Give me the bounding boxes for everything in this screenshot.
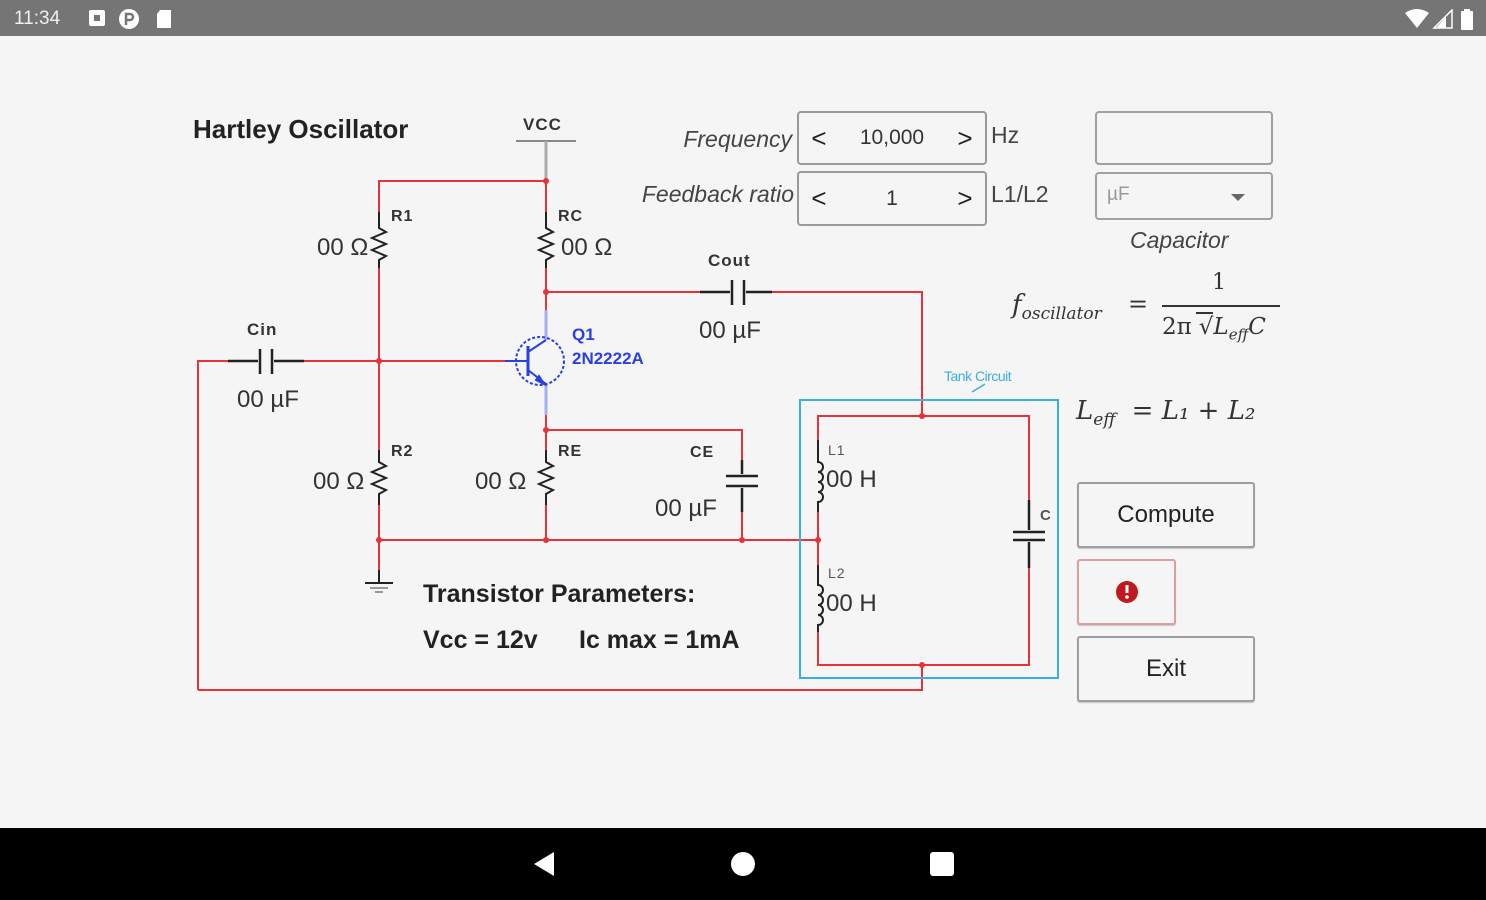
- capacitor-value-input[interactable]: [1095, 111, 1273, 165]
- q1-part: 2N2222A: [572, 349, 644, 368]
- capacitor-label: Capacitor: [1130, 227, 1229, 253]
- info-icon: [1115, 581, 1138, 603]
- r2-value: 00 Ω: [313, 468, 365, 495]
- re-value: 00 Ω: [475, 468, 527, 495]
- c-tank-capacitor: [1013, 500, 1045, 568]
- l2-name: L2: [828, 565, 846, 581]
- re-name: RE: [558, 443, 583, 460]
- formula-equals: =: [1128, 290, 1149, 318]
- feedback-increment-button[interactable]: >: [957, 183, 973, 213]
- r1-resistor: [369, 212, 389, 268]
- r1-value: 00 Ω: [317, 234, 369, 261]
- cin-name: Cin: [247, 320, 278, 339]
- wire-emitter-ce: [546, 429, 743, 460]
- exit-button[interactable]: Exit: [1077, 636, 1255, 702]
- tank-label-pointer: [971, 383, 986, 393]
- l1-value: 00 H: [826, 466, 877, 493]
- feedback-ratio-label: Feedback ratio: [641, 181, 794, 207]
- feedback-ratio-value[interactable]: 1: [886, 186, 898, 210]
- wire-top: [378, 180, 547, 212]
- r2-name: R2: [391, 443, 414, 460]
- compute-button[interactable]: Compute: [1077, 482, 1255, 548]
- wire-feedback-bottom: [198, 665, 923, 691]
- status-bar: 11:34: [0, 0, 1486, 36]
- formula-denominator: 2π√LeffC: [1162, 312, 1266, 344]
- home-icon[interactable]: [727, 848, 759, 880]
- rc-name: RC: [558, 208, 584, 225]
- r2-resistor: [369, 450, 389, 505]
- ground-icon: [365, 570, 393, 593]
- r1-name: R1: [391, 208, 414, 225]
- junctions: [376, 178, 925, 668]
- l2-value: 00 H: [826, 590, 877, 617]
- cell-signal-icon: [1432, 9, 1453, 29]
- status-time: 11:34: [14, 8, 61, 29]
- l2-inductor: [817, 565, 824, 632]
- sd-card-icon: [157, 10, 171, 28]
- fraction-bar: [1162, 305, 1280, 307]
- cin-capacitor: [228, 349, 304, 374]
- l1-name: L1: [828, 442, 846, 458]
- feedback-ratio-stepper[interactable]: < 1 >: [797, 171, 987, 226]
- tank-circuit-box: [799, 399, 1059, 679]
- app-title: Hartley Oscillator: [193, 114, 409, 144]
- ce-value: 00 µF: [655, 495, 717, 522]
- frequency-decrement-button[interactable]: <: [811, 122, 827, 153]
- ic-max-param: Ic max = 1mA: [579, 626, 740, 654]
- info-button[interactable]: [1077, 559, 1176, 625]
- capacitor-unit-select[interactable]: µF: [1095, 172, 1273, 220]
- cout-value: 00 µF: [699, 317, 761, 344]
- transistor-params-heading: Transistor Parameters:: [423, 580, 696, 608]
- formula-f-lhs: foscillator: [1012, 290, 1102, 325]
- frequency-stepper[interactable]: < 10,000 >: [797, 111, 987, 165]
- formula-numerator: 1: [1212, 270, 1226, 295]
- vcc-label: VCC: [523, 115, 562, 134]
- rc-resistor: [536, 212, 556, 268]
- battery-icon: [1461, 9, 1473, 30]
- frequency-unit: Hz: [991, 122, 1020, 148]
- wire-cout-tank: [772, 291, 923, 416]
- recents-icon[interactable]: [926, 848, 958, 880]
- feedback-ratio-unit: L1/L2: [991, 181, 1049, 207]
- cout-capacitor: [700, 280, 772, 305]
- frequency-value[interactable]: 10,000: [859, 126, 925, 149]
- feedback-decrement-button[interactable]: <: [811, 183, 827, 213]
- capacitor-unit-selected: µF: [1107, 184, 1130, 205]
- re-resistor: [536, 450, 556, 505]
- ce-capacitor: [726, 460, 758, 512]
- frequency-label: Frequency: [683, 126, 792, 152]
- ce-name: CE: [690, 444, 715, 461]
- cin-value: 00 µF: [237, 386, 299, 413]
- p-circle-icon: [119, 9, 139, 29]
- vcc-param: Vcc = 12v: [423, 626, 538, 654]
- formula-leff: Leff = L₁ + L₂: [1076, 396, 1256, 431]
- tank-circuit-label: Tank Circuit: [944, 368, 1012, 384]
- wifi-icon: [1405, 9, 1429, 28]
- frequency-increment-button[interactable]: >: [957, 122, 973, 153]
- circuit-schematic: [197, 140, 1059, 691]
- c-name: C: [1040, 507, 1051, 524]
- back-icon[interactable]: [528, 848, 560, 880]
- chevron-down-icon: [1231, 194, 1245, 201]
- cout-name: Cout: [708, 251, 751, 270]
- navigation-bar: [0, 828, 1486, 900]
- l1-inductor: [817, 440, 824, 512]
- wire-feedback-left: [197, 360, 228, 690]
- rc-value: 00 Ω: [561, 234, 613, 261]
- q1-transistor: [505, 310, 565, 415]
- q1-name: Q1: [572, 325, 595, 344]
- notification-square-icon: [89, 10, 105, 26]
